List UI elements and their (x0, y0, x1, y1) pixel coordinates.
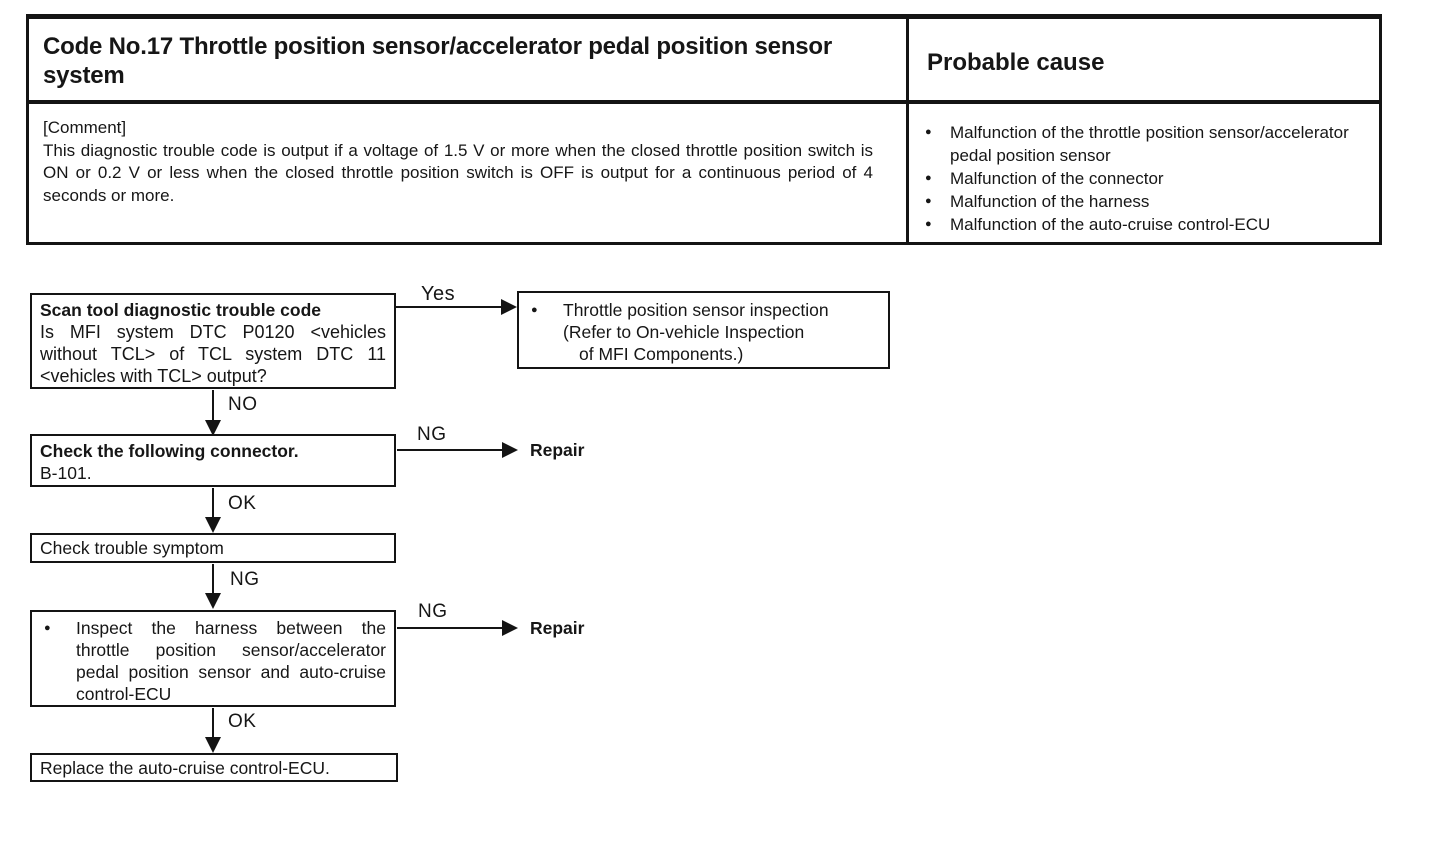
connector-line-ng1 (397, 449, 503, 451)
connector-line-ok2 (212, 708, 214, 737)
probable-cause-item: ● Malfunction of the connector (925, 167, 1373, 190)
connector-line-ok1 (212, 488, 214, 518)
label-repair: Repair (530, 440, 585, 460)
probable-cause-text: Malfunction of the harness (950, 192, 1150, 211)
flow-box-harness: ● Inspect the harness between the thrott… (30, 610, 396, 707)
probable-cause-list: ● Malfunction of the throttle position s… (909, 104, 1379, 242)
connector-box-title: Check the following connector. (40, 441, 299, 461)
arrow-down-icon (205, 420, 221, 436)
label-ng: NG (417, 424, 447, 445)
probable-cause-header: Probable cause (909, 19, 1379, 104)
bullet-icon: ● (925, 172, 932, 184)
comment-body: This diagnostic trouble code is output i… (43, 140, 873, 205)
inspection-ref-line1: (Refer to On-vehicle Inspection (563, 322, 805, 342)
connector-line-ng3 (397, 627, 503, 629)
label-ok: OK (228, 711, 257, 732)
probable-cause-text: Malfunction of the auto-cruise control-E… (950, 215, 1271, 234)
bullet-icon: ● (44, 622, 51, 634)
inspection-ref-line2: of MFI Components.) (579, 344, 744, 364)
label-ng: NG (230, 569, 260, 590)
arrow-right-icon (502, 620, 518, 636)
dtc-code-title: Code No.17 Throttle position sensor/acce… (29, 19, 909, 104)
bullet-icon: ● (925, 126, 932, 138)
arrow-right-icon (502, 442, 518, 458)
flow-box-scan-tool-dtc: Scan tool diagnostic trouble code Is MFI… (30, 293, 396, 389)
flow-box-inspection: ● Throttle position sensor inspection (R… (517, 291, 890, 369)
probable-cause-item: ● Malfunction of the auto-cruise control… (925, 213, 1373, 236)
label-ng: NG (418, 601, 448, 622)
arrow-down-icon (205, 737, 221, 753)
connector-line-yes (396, 306, 502, 308)
probable-cause-item: ● Malfunction of the harness (925, 190, 1373, 213)
arrow-right-icon (501, 299, 517, 315)
inspection-item: Throttle position sensor inspection (563, 300, 829, 320)
connector-line-ng2 (212, 564, 214, 594)
bullet-icon: ● (925, 218, 932, 230)
comment-label: [Comment] (43, 118, 127, 137)
probable-cause-item: ● Malfunction of the throttle position s… (925, 121, 1373, 167)
flow-box-scan-tool-question: Is MFI system DTC P0120 <vehicles withou… (40, 322, 386, 386)
bullet-icon: ● (531, 304, 538, 316)
label-ok: OK (228, 493, 257, 514)
flow-box-symptom: Check trouble symptom (30, 533, 396, 563)
arrow-down-icon (205, 517, 221, 533)
flow-box-connector: Check the following connector. B-101. (30, 434, 396, 487)
connector-box-body: B-101. (40, 463, 92, 483)
connector-line-no (212, 390, 214, 422)
harness-box-text: Inspect the harness between the throttle… (76, 618, 386, 704)
probable-cause-text: Malfunction of the connector (950, 169, 1164, 188)
comment-cell: [Comment] This diagnostic trouble code i… (29, 104, 909, 242)
flow-box-replace: Replace the auto-cruise control-ECU. (30, 753, 398, 782)
dtc-spec-table: Code No.17 Throttle position sensor/acce… (26, 14, 1382, 245)
arrow-down-icon (205, 593, 221, 609)
label-no: NO (228, 394, 258, 415)
probable-cause-text: Malfunction of the throttle position sen… (950, 123, 1349, 165)
flow-box-scan-tool-title: Scan tool diagnostic trouble code (40, 300, 321, 320)
label-repair: Repair (530, 618, 585, 638)
bullet-icon: ● (925, 195, 932, 207)
label-yes: Yes (421, 283, 456, 305)
